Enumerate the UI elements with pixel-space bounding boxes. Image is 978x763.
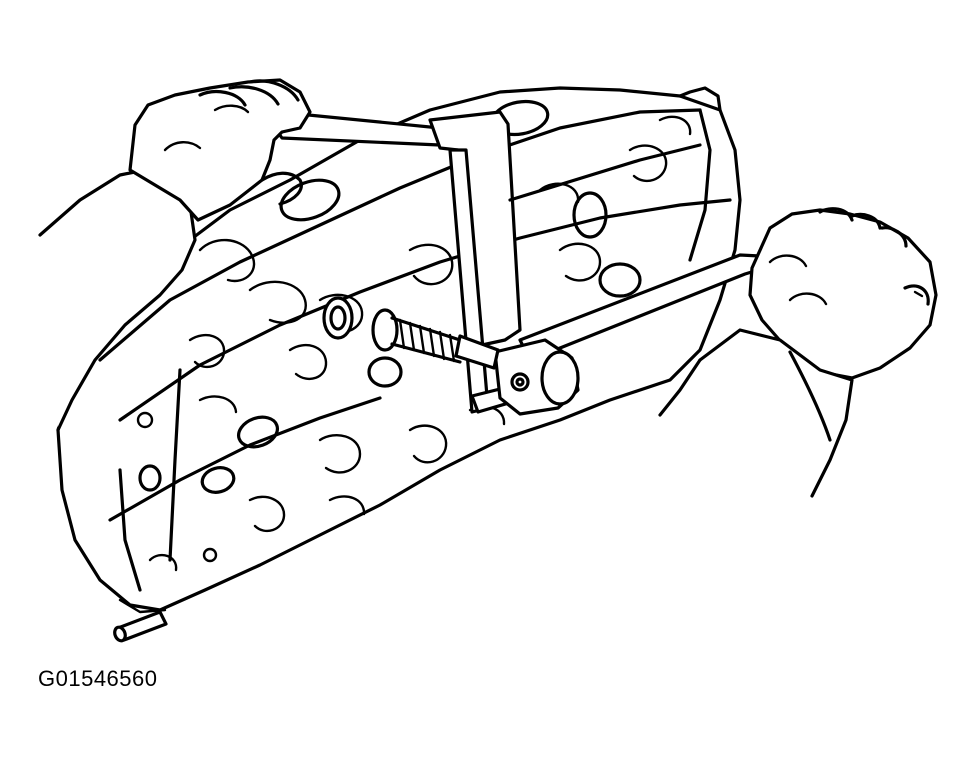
left-hand-icon: [38, 78, 312, 432]
valve-spring-assembly: [322, 296, 462, 364]
figure-id-label: G01546560: [38, 666, 158, 691]
right-hand-icon: [658, 207, 938, 498]
valve-spring-compressor-icon: [270, 110, 767, 416]
